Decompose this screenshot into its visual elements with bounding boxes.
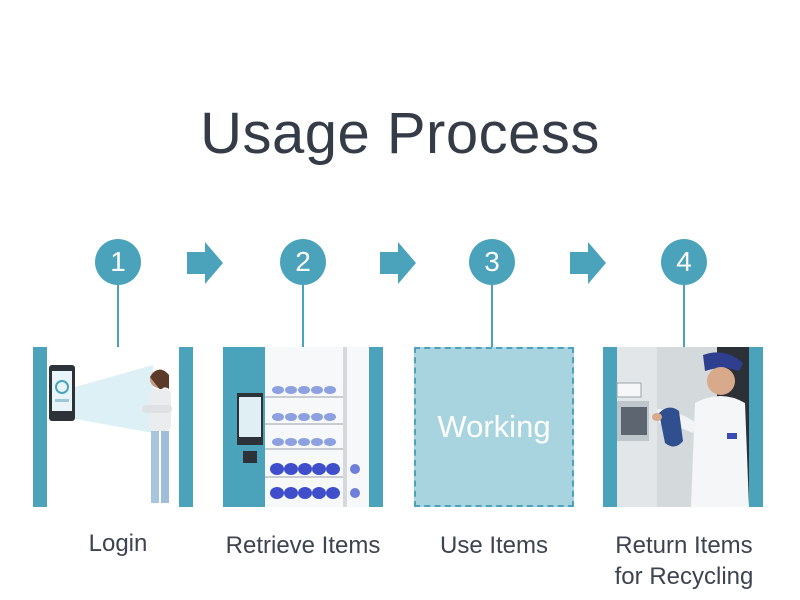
- arrow-right-icon: [570, 242, 606, 284]
- panel-frame-right: [179, 347, 193, 507]
- login-illustration: [33, 347, 193, 507]
- step-label: Return Items for Recycling: [593, 530, 775, 592]
- step-label: Login: [88, 530, 148, 557]
- working-box: Working: [414, 347, 574, 507]
- retrieve-illustration: [223, 347, 383, 507]
- panel-frame-left: [223, 347, 237, 507]
- step-number-badge: 4: [661, 239, 707, 285]
- step-number-badge: 3: [469, 239, 515, 285]
- step-connector-line: [117, 285, 119, 347]
- panel-frame-left: [603, 347, 617, 507]
- step-connector-line: [683, 285, 685, 347]
- page-title: Usage Process: [200, 101, 600, 166]
- arrow-right-icon: [380, 242, 416, 284]
- return-scene-graphic: [616, 347, 749, 507]
- step-label-line: Return Items: [615, 532, 753, 559]
- step-connector-line: [491, 285, 493, 347]
- arrow-right-icon: [187, 242, 223, 284]
- step-label: Use Items: [439, 532, 549, 559]
- return-illustration: [603, 347, 763, 507]
- panel-frame-right: [749, 347, 763, 507]
- step-label-line: for Recycling: [614, 563, 754, 590]
- panel-frame-right: [369, 347, 383, 507]
- panel-frame-left: [33, 347, 47, 507]
- step-label: Retrieve Items: [225, 532, 381, 559]
- vending-cabinet-graphic: [235, 347, 369, 507]
- working-text: Working: [437, 409, 551, 444]
- step-number-badge: 2: [280, 239, 326, 285]
- login-scene-graphic: [49, 365, 172, 503]
- step-connector-line: [302, 285, 304, 347]
- step-number-badge: 1: [95, 239, 141, 285]
